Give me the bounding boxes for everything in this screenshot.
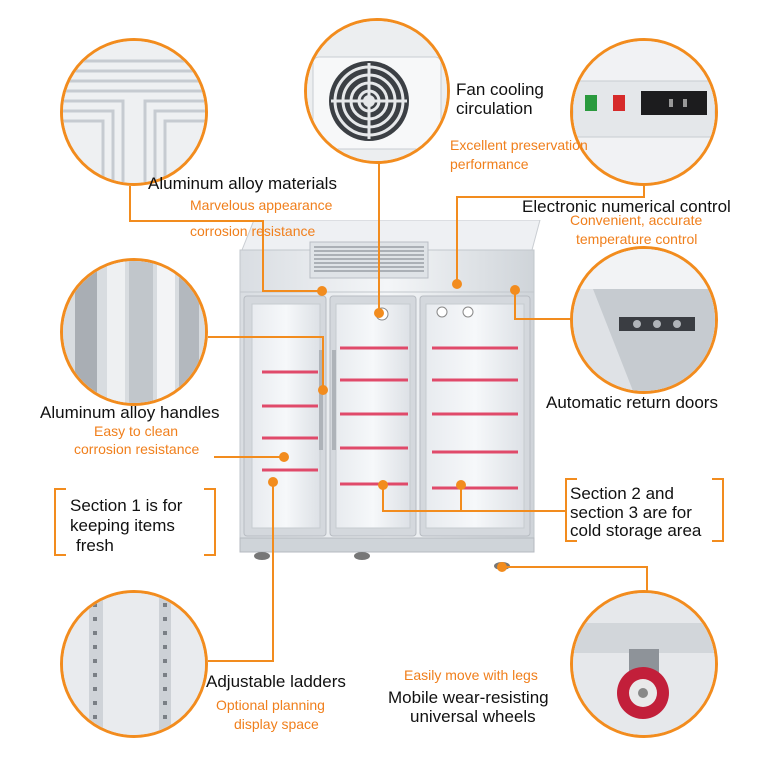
- section23-line1: Section 2 and: [570, 484, 674, 503]
- electronic-title: Electronic numerical control: [522, 197, 731, 216]
- aluminum-materials-sub2: corrosion resistance: [190, 223, 316, 239]
- door-hinge-closeup: [570, 246, 718, 394]
- control-panel-closeup: [570, 38, 718, 186]
- wheels-title-line2: universal wheels: [410, 707, 536, 726]
- section1-line1: Section 1 is for: [70, 496, 183, 515]
- section1-bracket-left: [54, 488, 66, 556]
- aluminum-materials-sub1: Marvelous appearance: [190, 197, 333, 213]
- door-3: [419, 295, 531, 537]
- section23-line2: section 3 are for: [570, 503, 692, 522]
- section1-line2: keeping items: [70, 516, 175, 535]
- handles-sub1: Easy to clean: [94, 423, 179, 439]
- fan-closeup: [304, 18, 450, 164]
- section23-bracket-left: [565, 478, 577, 542]
- fan-title-line2: circulation: [456, 99, 533, 118]
- section23-line3: cold storage area: [570, 521, 702, 540]
- electronic-sub2: temperature control: [576, 231, 698, 247]
- electronic-sub1: Convenient, accurate: [570, 212, 703, 228]
- top-vent: [309, 241, 429, 279]
- fan-title-line1: Fan cooling: [456, 80, 544, 99]
- door-2: [329, 295, 417, 537]
- ladders-title: Adjustable ladders: [206, 672, 346, 691]
- ladders-sub2: display space: [234, 716, 319, 732]
- handles-sub2: corrosion resistance: [74, 441, 200, 457]
- door-1: [243, 295, 327, 537]
- handles-title: Aluminum alloy handles: [40, 403, 220, 422]
- wheels-sub1: Easily move with legs: [404, 667, 538, 683]
- ladders-sub1: Optional planning: [216, 697, 325, 713]
- wheels-title-line1: Mobile wear-resisting: [388, 688, 549, 707]
- handles-closeup: [60, 258, 208, 406]
- fan-sub1: Excellent preservation: [450, 137, 588, 153]
- fridge-illustration: [239, 220, 541, 570]
- doors-title: Automatic return doors: [546, 393, 718, 412]
- section23-bracket-right: [712, 478, 724, 542]
- ladders-closeup: [60, 590, 208, 738]
- aluminum-profile-closeup: [60, 38, 208, 186]
- shelves: [262, 346, 518, 490]
- aluminum-materials-title: Aluminum alloy materials: [148, 174, 337, 193]
- fan-sub2: performance: [450, 156, 529, 172]
- section1-line3: fresh: [76, 536, 114, 555]
- section1-bracket-right: [204, 488, 216, 556]
- wheel-closeup: [570, 590, 718, 738]
